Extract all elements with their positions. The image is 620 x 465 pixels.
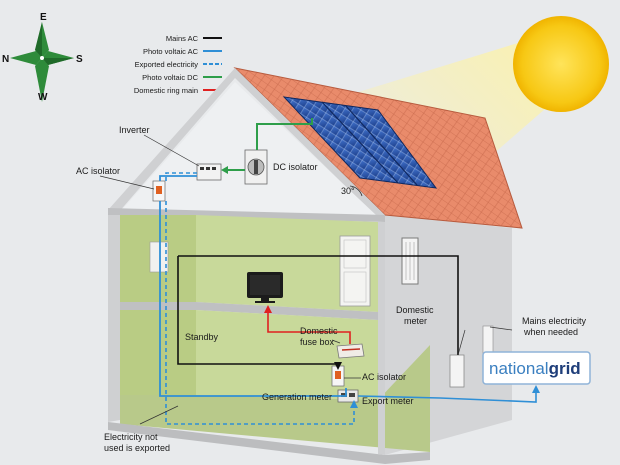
compass-west: W — [38, 92, 48, 103]
dc-isolator-unit — [244, 149, 268, 185]
national-grid-box: nationalgrid — [482, 351, 591, 385]
label-not-used-2: used is exported — [104, 443, 170, 453]
domestic-meter-box — [449, 354, 465, 388]
label-ac-isolator-top: AC isolator — [76, 166, 120, 176]
upper-room-rear — [196, 215, 378, 312]
exported-wire — [165, 172, 355, 425]
label-domestic-meter-1: Domestic — [396, 305, 434, 315]
attic-back — [120, 82, 376, 215]
pv-dc-arrow — [221, 166, 228, 174]
brand-part2: grid — [549, 359, 581, 378]
brand-part1: national — [489, 359, 549, 378]
middle-floor-slab — [120, 302, 378, 320]
solar-panel-array — [282, 96, 438, 189]
pv-ac-wire-down — [159, 175, 347, 397]
exported-arrow — [350, 400, 358, 408]
compass-east: E — [40, 12, 47, 23]
label-dc-isolator: DC isolator — [273, 162, 318, 172]
compass-south: S — [76, 54, 83, 65]
legend-label-4: Domestic ring main — [134, 86, 198, 95]
lower-room-back — [120, 310, 196, 395]
legend-label-1: Photo voltaic AC — [143, 47, 199, 56]
label-export-meter: Export meter — [362, 396, 414, 406]
label-roof-angle: 30° — [341, 186, 355, 196]
generation-export-meters — [337, 389, 359, 403]
sun — [513, 16, 609, 112]
legend-label-0: Mains AC — [166, 34, 199, 43]
label-inverter: Inverter — [119, 125, 150, 135]
ring-main-arrow — [264, 305, 272, 313]
label-fuse-box-1: Domestic — [300, 326, 338, 336]
pv-dc-wire-roof — [256, 118, 313, 150]
label-ac-isolator-bottom: AC isolator — [362, 372, 406, 382]
label-fuse-box-2: fuse box — [300, 337, 335, 347]
leader-lines — [99, 134, 513, 425]
compass-north: N — [2, 54, 9, 65]
label-domestic-meter-2: meter — [404, 316, 427, 326]
television — [247, 272, 283, 303]
legend-label-2: Exported electricity — [135, 60, 199, 69]
legend: Mains AC Photo voltaic AC Exported electri… — [134, 34, 222, 95]
national-grid-logo: nationalgrid — [489, 359, 581, 378]
export-to-grid-arrow — [532, 385, 540, 393]
first-floor-slab — [108, 208, 385, 222]
upper-vent — [149, 241, 169, 273]
ring-main-wire — [267, 310, 351, 344]
front-wall-right — [378, 222, 385, 455]
front-wall-left — [108, 215, 120, 422]
inverter-unit — [196, 163, 222, 181]
legend-label-3: Photo voltaic DC — [142, 73, 198, 82]
label-standby: Standby — [185, 332, 219, 342]
upper-door — [339, 235, 371, 307]
fuse-box — [336, 343, 365, 359]
label-mains-1: Mains electricity — [522, 316, 587, 326]
label-generation-meter: Generation meter — [262, 392, 332, 402]
label-not-used-1: Electricity not — [104, 432, 158, 442]
roof-angle-arc — [349, 185, 363, 197]
export-to-grid-wire — [357, 390, 537, 403]
ac-isolator-top-unit — [152, 180, 166, 202]
ground-floor — [120, 345, 430, 452]
mains-ac-arrow — [334, 362, 342, 370]
compass — [10, 22, 74, 102]
label-mains-2: when needed — [523, 327, 578, 337]
foundation — [108, 422, 430, 464]
